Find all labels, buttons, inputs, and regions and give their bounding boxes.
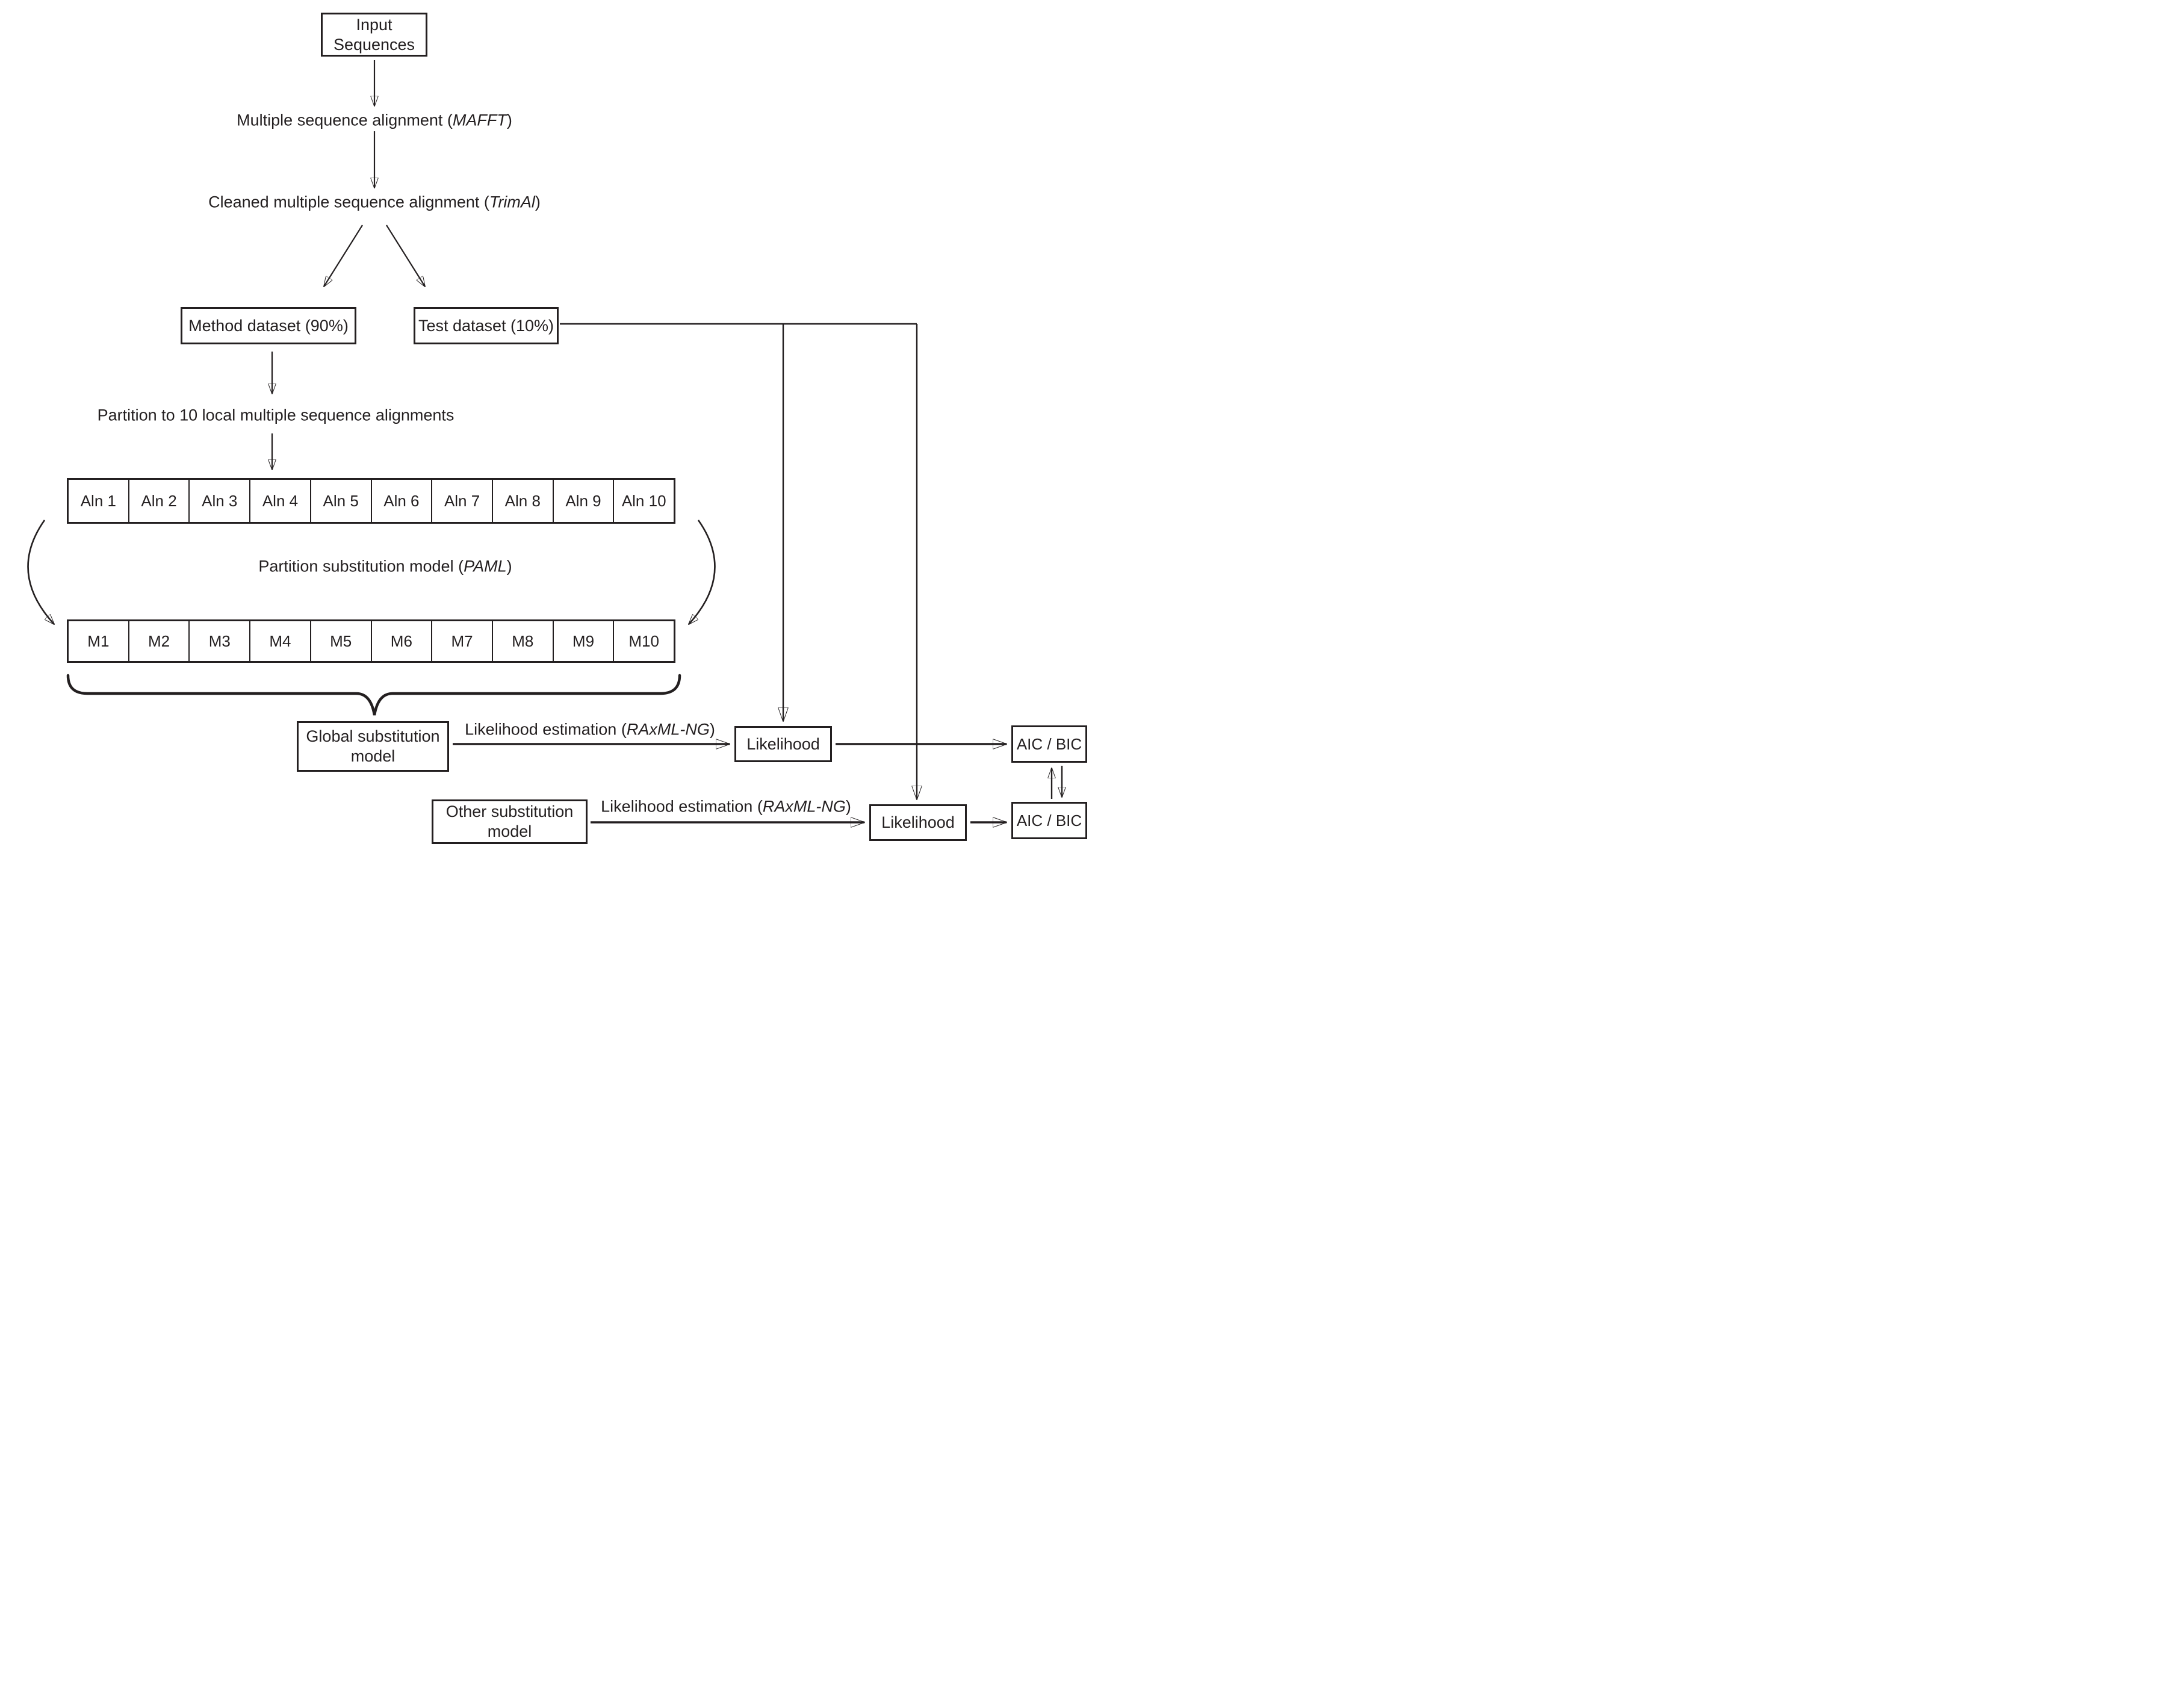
brace-models-to-global — [66, 674, 681, 716]
model-cell-3: M3 — [188, 621, 249, 661]
likelihood-estimation-1-text: Likelihood estimation ( — [465, 720, 627, 739]
model-cell-5: M5 — [309, 621, 371, 661]
msa-step-text: Multiple sequence alignment ( — [237, 111, 453, 129]
aln-cell-2: Aln 2 — [128, 480, 189, 522]
model-cell-1: M1 — [87, 631, 110, 650]
global-model-line1: Global substitution — [306, 727, 440, 745]
test-dataset-box: Test dataset (10%) — [414, 307, 559, 344]
model-cell-2: M2 — [128, 621, 189, 661]
other-model-line2: model — [487, 822, 532, 840]
partition-step-label: Partition to 10 local multiple sequence … — [97, 406, 454, 424]
arrow-split-to-test — [386, 225, 425, 287]
aic-bic-1-box: AIC / BIC — [1011, 725, 1087, 763]
likelihood-estimation-1-tool: RAxML-NG — [626, 720, 710, 739]
other-model-box: Other substitution model — [432, 799, 588, 844]
model-cell-9: M9 — [552, 621, 613, 661]
model-cell-6: M6 — [370, 621, 432, 661]
likelihood-estimation-2-label: Likelihood estimation (RAxML-NG) — [601, 798, 851, 816]
input-sequences-line1: Input — [356, 15, 392, 34]
cleaned-step-text: Cleaned multiple sequence alignment ( — [208, 193, 489, 211]
curved-arrow-left-aln-to-models — [27, 520, 54, 624]
model-row: M1 M2 M3 M4 M5 M6 M7 M8 M9 M10 — [67, 619, 675, 663]
global-model-box: Global substitution model — [297, 721, 449, 772]
cleaned-step-suffix: ) — [535, 193, 541, 211]
aln-row: Aln 1 Aln 2 Aln 3 Aln 4 Aln 5 Aln 6 Aln … — [67, 478, 675, 524]
connector-layer — [27, 60, 1092, 844]
input-sequences-line2: Sequences — [333, 35, 415, 54]
likelihood-estimation-2-tool: RAxML-NG — [762, 797, 846, 816]
cleaned-msa-step-label: Cleaned multiple sequence alignment (Tri… — [208, 193, 541, 212]
model-cell-7: M7 — [431, 621, 492, 661]
likelihood-estimation-1-label: Likelihood estimation (RAxML-NG) — [465, 721, 715, 739]
arrow-split-to-method — [324, 225, 363, 287]
aic-bic-2-label: AIC / BIC — [1016, 811, 1082, 830]
input-sequences-box: Input Sequences — [321, 13, 427, 57]
cleaned-tool-name: TrimAl — [489, 193, 535, 211]
global-model-line2: model — [350, 747, 396, 765]
aln-cell-10: Aln 10 — [613, 480, 674, 522]
aln-cell-9: Aln 9 — [552, 480, 613, 522]
likelihood-estimation-2-text: Likelihood estimation ( — [601, 797, 763, 816]
aic-bic-2-box: AIC / BIC — [1011, 802, 1087, 839]
method-dataset-label: Method dataset (90%) — [188, 316, 349, 335]
method-dataset-box: Method dataset (90%) — [181, 307, 356, 344]
paml-step-suffix: ) — [506, 557, 512, 576]
model-cell-4: M4 — [249, 621, 310, 661]
msa-tool-name: MAFFT — [452, 111, 507, 129]
model-cell-10: M10 — [613, 621, 674, 661]
msa-step-suffix: ) — [506, 111, 512, 129]
likelihood-2-box: Likelihood — [869, 804, 967, 841]
aic-bic-1-label: AIC / BIC — [1016, 734, 1082, 753]
aln-cell-3: Aln 3 — [188, 480, 249, 522]
aln-cell-7: Aln 7 — [431, 480, 492, 522]
aln-cell-4: Aln 4 — [249, 480, 310, 522]
likelihood-estimation-1-suffix: ) — [709, 720, 715, 739]
msa-step-label: Multiple sequence alignment (MAFFT) — [237, 111, 512, 130]
likelihood-1-box: Likelihood — [734, 726, 832, 762]
likelihood-1-label: Likelihood — [746, 734, 820, 753]
paml-tool-name: PAML — [464, 557, 507, 576]
pipeline-flowchart: Input Sequences Multiple sequence alignm… — [0, 0, 1092, 844]
other-model-line1: Other substitution — [445, 802, 574, 821]
aln-cell-8: Aln 8 — [491, 480, 553, 522]
curved-arrow-right-aln-to-models — [689, 520, 716, 624]
paml-step-label: Partition substitution model (PAML) — [258, 557, 512, 576]
likelihood-2-label: Likelihood — [881, 813, 955, 831]
paml-step-text: Partition substitution model ( — [258, 557, 464, 576]
model-cell-8: M8 — [491, 621, 553, 661]
likelihood-estimation-2-suffix: ) — [845, 797, 851, 816]
aln-cell-1: Aln 1 — [80, 491, 116, 510]
test-dataset-label: Test dataset (10%) — [418, 316, 554, 335]
aln-cell-6: Aln 6 — [370, 480, 432, 522]
aln-cell-5: Aln 5 — [309, 480, 371, 522]
